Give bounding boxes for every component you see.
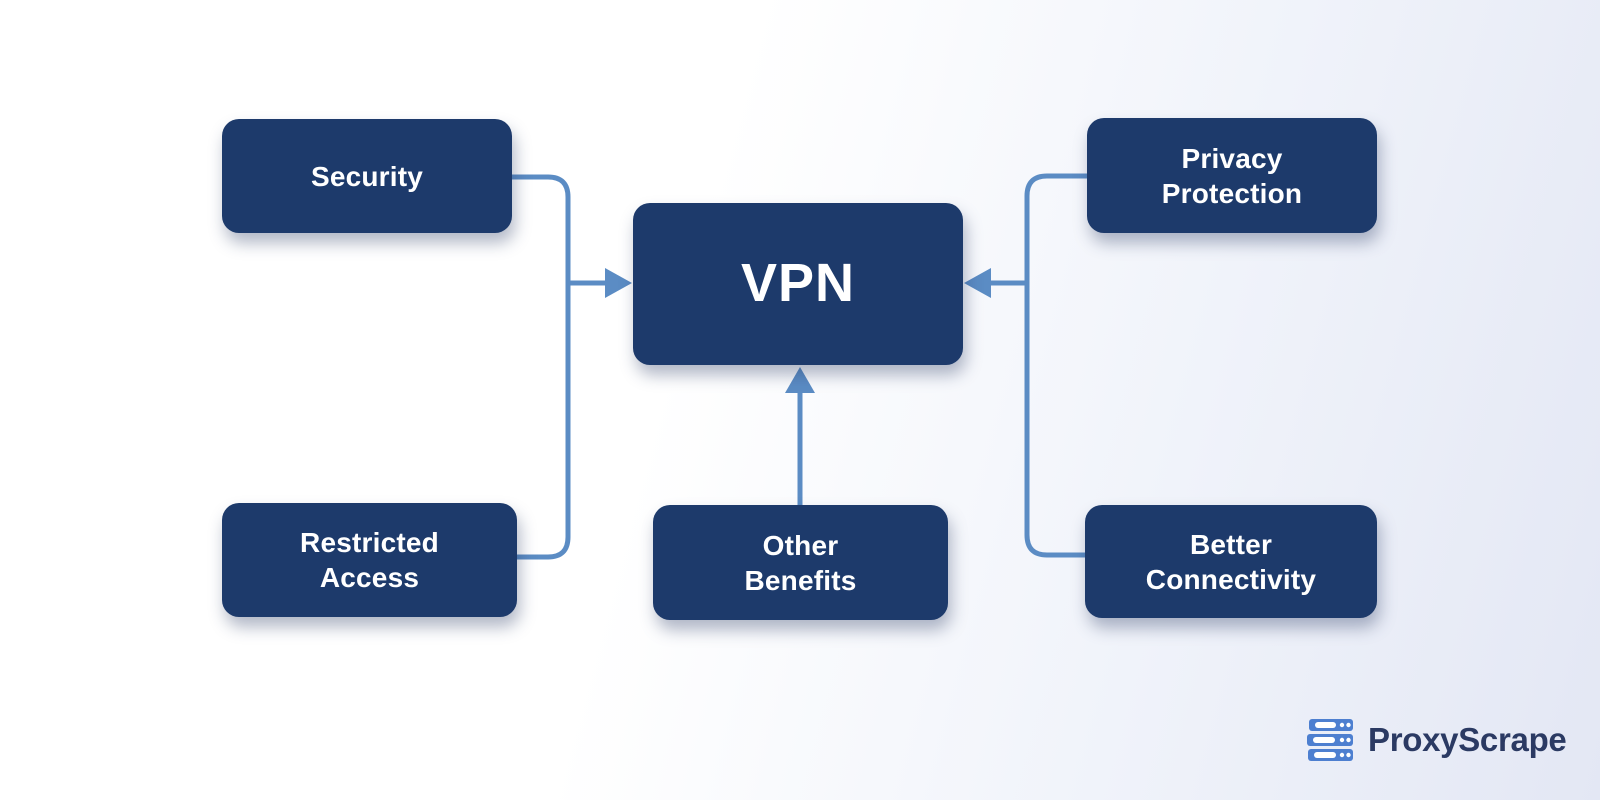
node-privacy-protection: Privacy Protection [1087, 118, 1377, 233]
node-restricted-access-label: Restricted Access [300, 527, 439, 593]
node-other-benefits-label: Other Benefits [744, 529, 857, 596]
node-security: Security [222, 119, 512, 233]
arrowhead-left-icon [605, 268, 632, 298]
connector-left-elbow [512, 174, 571, 560]
node-other-benefits: Other Benefits [653, 505, 948, 620]
arrowhead-up-icon [785, 367, 815, 393]
node-better-connectivity: Better Connectivity [1085, 505, 1377, 618]
connector-right-elbow [1024, 173, 1087, 558]
proxyscrape-logo: ProxyScrape [1306, 718, 1567, 762]
logo-text: ProxyScrape [1368, 721, 1567, 758]
node-vpn-label: VPN [740, 253, 856, 314]
node-vpn: VPN [633, 203, 963, 365]
node-restricted-access: Restricted Access [222, 503, 517, 617]
node-security-label: Security [310, 160, 424, 192]
node-privacy-protection-label: Privacy Protection [1161, 142, 1303, 209]
server-stack-icon [1307, 719, 1353, 761]
arrowhead-right-icon [964, 268, 991, 298]
node-better-connectivity-label: Better Connectivity [1145, 528, 1317, 595]
